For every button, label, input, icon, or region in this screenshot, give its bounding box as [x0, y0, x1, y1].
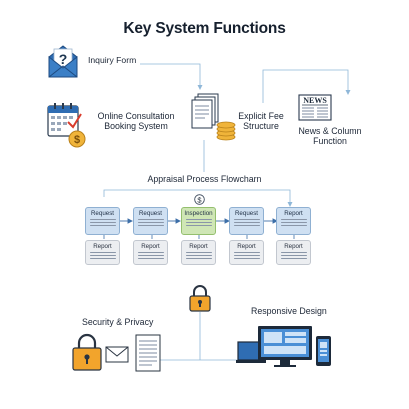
- envelope-question-icon: ?: [48, 45, 78, 78]
- monitor-icon: [258, 326, 312, 367]
- security-lock-icon: [72, 333, 102, 371]
- document-stack-icon: [191, 93, 219, 129]
- flow-step-label: Request: [234, 210, 259, 217]
- lock-icon: [189, 285, 211, 312]
- flow-step-request-3: Request: [229, 207, 264, 235]
- coin-stack-icon: [216, 121, 236, 141]
- fee-line-2: Structure: [243, 121, 279, 131]
- email-icon: [105, 346, 129, 363]
- flow-step-label: Inspection: [184, 210, 213, 217]
- flow-report-4: Report: [229, 240, 264, 265]
- phone-icon: [316, 336, 331, 366]
- booking-system-label: Online Consultation Booking System: [92, 111, 180, 131]
- newspaper-masthead: NEWS: [303, 96, 327, 105]
- flow-step-label: Request: [138, 210, 163, 217]
- flow-report-2: Report: [133, 240, 168, 265]
- flow-report-label: Report: [141, 243, 160, 250]
- fee-structure-label: Explicit Fee Structure: [236, 111, 286, 131]
- privacy-document-icon: [135, 334, 161, 372]
- flow-report-label: Report: [189, 243, 208, 250]
- flow-report-5: Report: [276, 240, 311, 265]
- flow-report-label: Report: [237, 243, 256, 250]
- flow-step-request-2: Request: [133, 207, 168, 235]
- flow-step-inspection: Inspection: [181, 207, 216, 235]
- news-line-1: News & Column: [298, 126, 362, 136]
- security-privacy-label: Security & Privacy: [82, 317, 154, 327]
- calendar-icon: [47, 103, 82, 137]
- flow-report-1: Report: [85, 240, 120, 265]
- flowchart-title: Appraisal Process Flowcharn: [147, 174, 262, 184]
- dollar-step-icon: $: [194, 194, 205, 205]
- flow-report-label: Report: [284, 243, 303, 250]
- security-illustration: [72, 333, 161, 372]
- fee-line-1: Explicit Fee: [238, 111, 284, 121]
- flow-step-report-top: Report: [276, 207, 311, 235]
- flow-step-label: Report: [284, 210, 303, 217]
- page-title: Key System Functions: [123, 20, 286, 37]
- svg-text:?: ?: [59, 51, 68, 67]
- booking-line-2: Booking System: [104, 121, 168, 131]
- flow-report-label: Report: [93, 243, 112, 250]
- flow-report-3: Report: [181, 240, 216, 265]
- responsive-design-label: Responsive Design: [251, 306, 327, 316]
- news-line-2: Function: [313, 136, 347, 146]
- news-column-label: News & Column Function: [295, 126, 365, 146]
- newspaper-icon: NEWS: [298, 94, 332, 121]
- svg-text:$: $: [74, 134, 80, 146]
- flow-step-label: Request: [90, 210, 115, 217]
- fee-symbol: $: [197, 195, 202, 204]
- flow-step-request-1: Request: [85, 207, 120, 235]
- booking-line-1: Online Consultation: [97, 111, 175, 121]
- dollar-coin-icon: $: [68, 130, 86, 148]
- inquiry-form-label: Inquiry Form: [88, 55, 137, 65]
- devices-illustration: [236, 326, 331, 367]
